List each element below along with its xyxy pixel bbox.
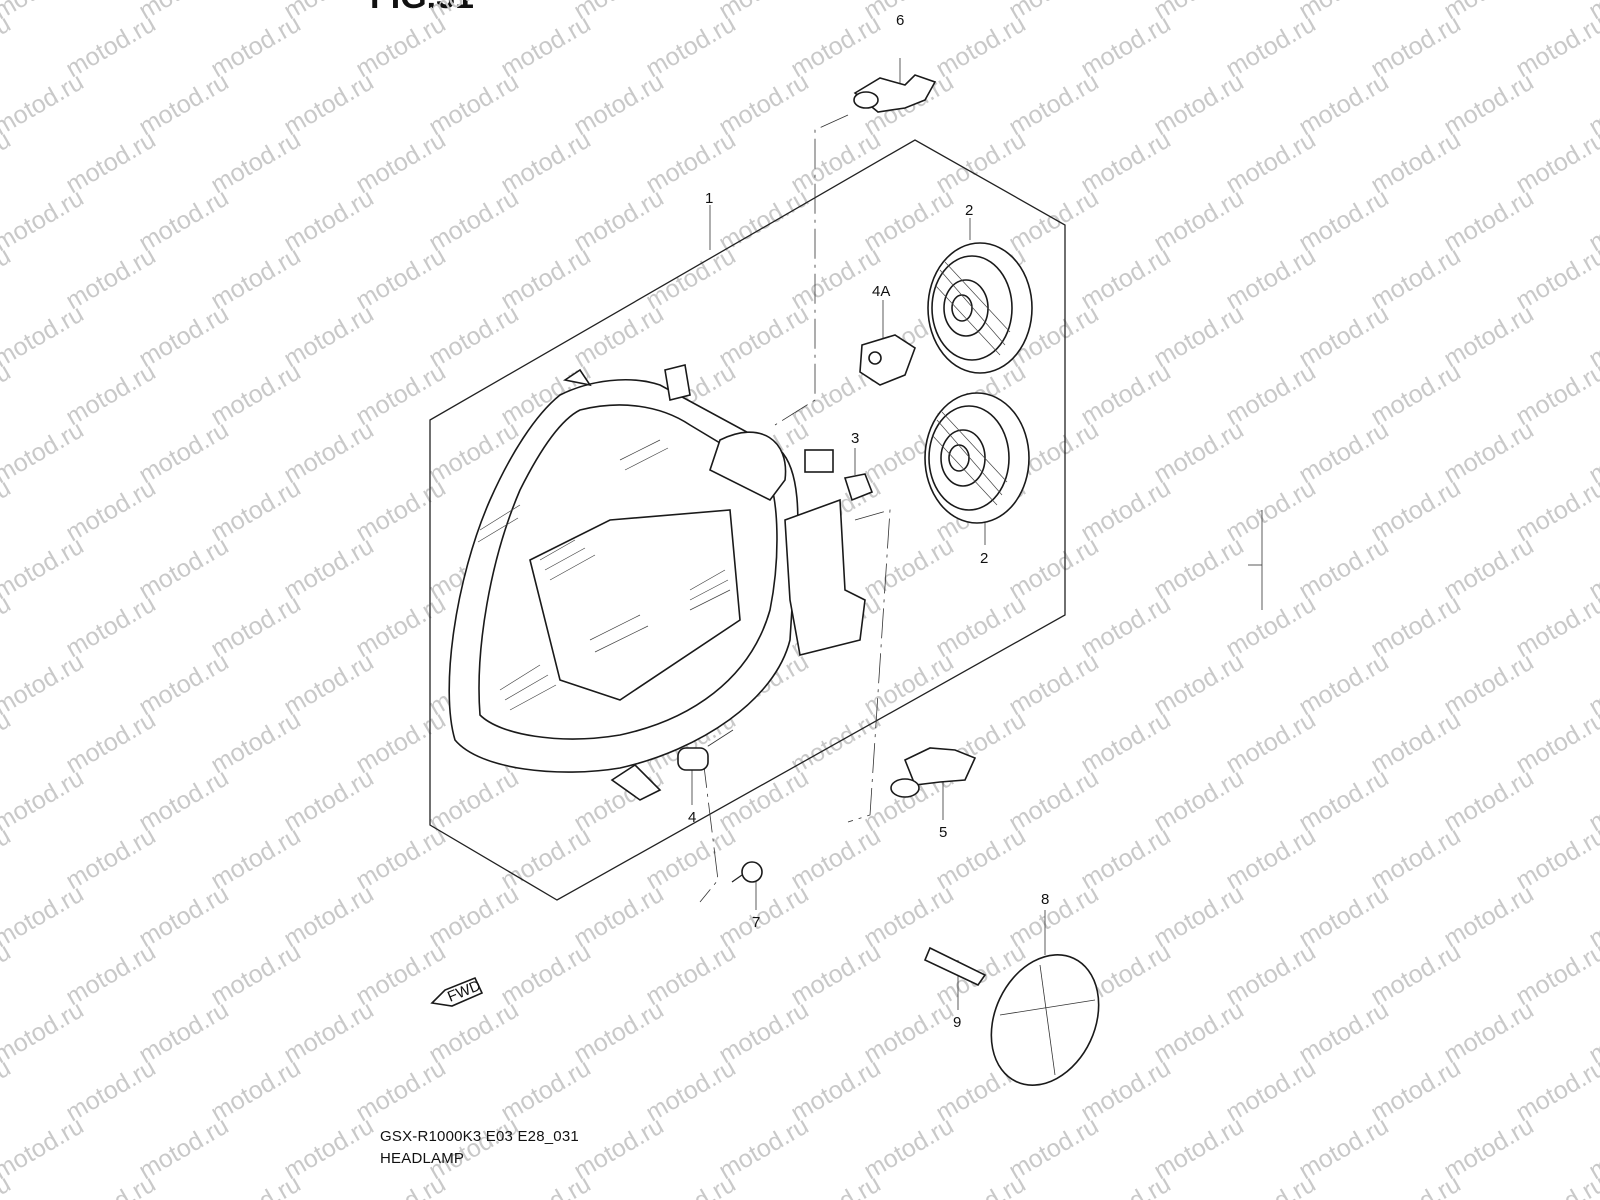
watermark-text: motod.ru bbox=[0, 300, 88, 374]
headlamp-cap-upper bbox=[927, 242, 1033, 374]
callout-5: 5 bbox=[939, 824, 947, 841]
watermark-text: motod.ru bbox=[0, 996, 88, 1070]
watermark-text: motod.ru bbox=[496, 1170, 595, 1200]
callout-8: 8 bbox=[1041, 891, 1049, 908]
watermark-text: motod.ru bbox=[206, 1170, 305, 1200]
callout-9: 9 bbox=[953, 1014, 961, 1031]
callout-7: 7 bbox=[752, 914, 760, 931]
watermark-text: motod.ru bbox=[1366, 1170, 1465, 1200]
watermark-text: motod.ru bbox=[931, 1170, 1030, 1200]
watermark-text: motod.ru bbox=[1076, 1170, 1175, 1200]
figure-name: HEADLAMP bbox=[380, 1150, 465, 1167]
watermark-text: motod.ru bbox=[0, 880, 88, 954]
assembly-boundary bbox=[429, 139, 1066, 901]
watermark-text: motod.ru bbox=[1221, 1170, 1320, 1200]
watermark-text: motod.ru bbox=[1511, 1170, 1600, 1200]
watermark-text: motod.ru bbox=[0, 10, 15, 84]
watermark-text: motod.ru bbox=[641, 1170, 740, 1200]
callout-1: 1 bbox=[705, 190, 713, 207]
watermark-text: motod.ru bbox=[0, 184, 88, 258]
screw bbox=[731, 861, 763, 883]
watermark-text: motod.ru bbox=[0, 764, 88, 838]
grommet bbox=[677, 747, 709, 771]
watermark-text: motod.ru bbox=[0, 242, 15, 316]
watermark-text: motod.ru bbox=[0, 0, 88, 25]
watermark-text: motod.ru bbox=[61, 1170, 160, 1200]
watermark-text: motod.ru bbox=[0, 126, 15, 200]
pin bbox=[923, 946, 987, 987]
bulb-top bbox=[853, 74, 937, 113]
watermark-text: motod.ru bbox=[0, 590, 15, 664]
headlamp-housing bbox=[448, 364, 866, 801]
watermark-text: motod.ru bbox=[786, 1170, 885, 1200]
watermark-text: motod.ru bbox=[0, 532, 88, 606]
leader-lines bbox=[691, 58, 1263, 1010]
callout-2-upper: 2 bbox=[965, 202, 973, 219]
headlamp-cap-lower bbox=[924, 392, 1030, 524]
model-code: GSX-R1000K3 E03 E28_031 bbox=[380, 1128, 579, 1145]
callout-6: 6 bbox=[896, 12, 904, 29]
watermark-text: motod.ru bbox=[0, 938, 15, 1012]
watermark-text: motod.ru bbox=[0, 648, 88, 722]
position-bulb bbox=[843, 473, 874, 502]
main-bulb bbox=[890, 747, 977, 798]
callouts: 1 2 2 3 4 4A 5 6 7 8 9 bbox=[688, 12, 1049, 1031]
watermark-text: motod.ru bbox=[0, 474, 15, 548]
figure-title: FIG.31 bbox=[370, 0, 474, 17]
watermark-text: motod.ru bbox=[0, 68, 88, 142]
callout-2-lower: 2 bbox=[980, 550, 988, 567]
callout-3: 3 bbox=[851, 430, 859, 447]
watermark-text: motod.ru bbox=[0, 358, 15, 432]
watermark-text: motod.ru bbox=[0, 706, 15, 780]
fwd-arrow: FWD bbox=[430, 976, 483, 1007]
watermark-text: motod.ru bbox=[0, 416, 88, 490]
callout-4a: 4A bbox=[872, 283, 890, 300]
watermark-text: motod.ru bbox=[0, 822, 15, 896]
cover-disc bbox=[990, 954, 1100, 1086]
watermark-text: motod.ru bbox=[0, 1112, 88, 1186]
socket-4a bbox=[859, 334, 916, 386]
callout-4: 4 bbox=[688, 809, 696, 826]
watermark-text: motod.ru bbox=[0, 1054, 15, 1128]
watermark-text: motod.ru bbox=[351, 1170, 450, 1200]
